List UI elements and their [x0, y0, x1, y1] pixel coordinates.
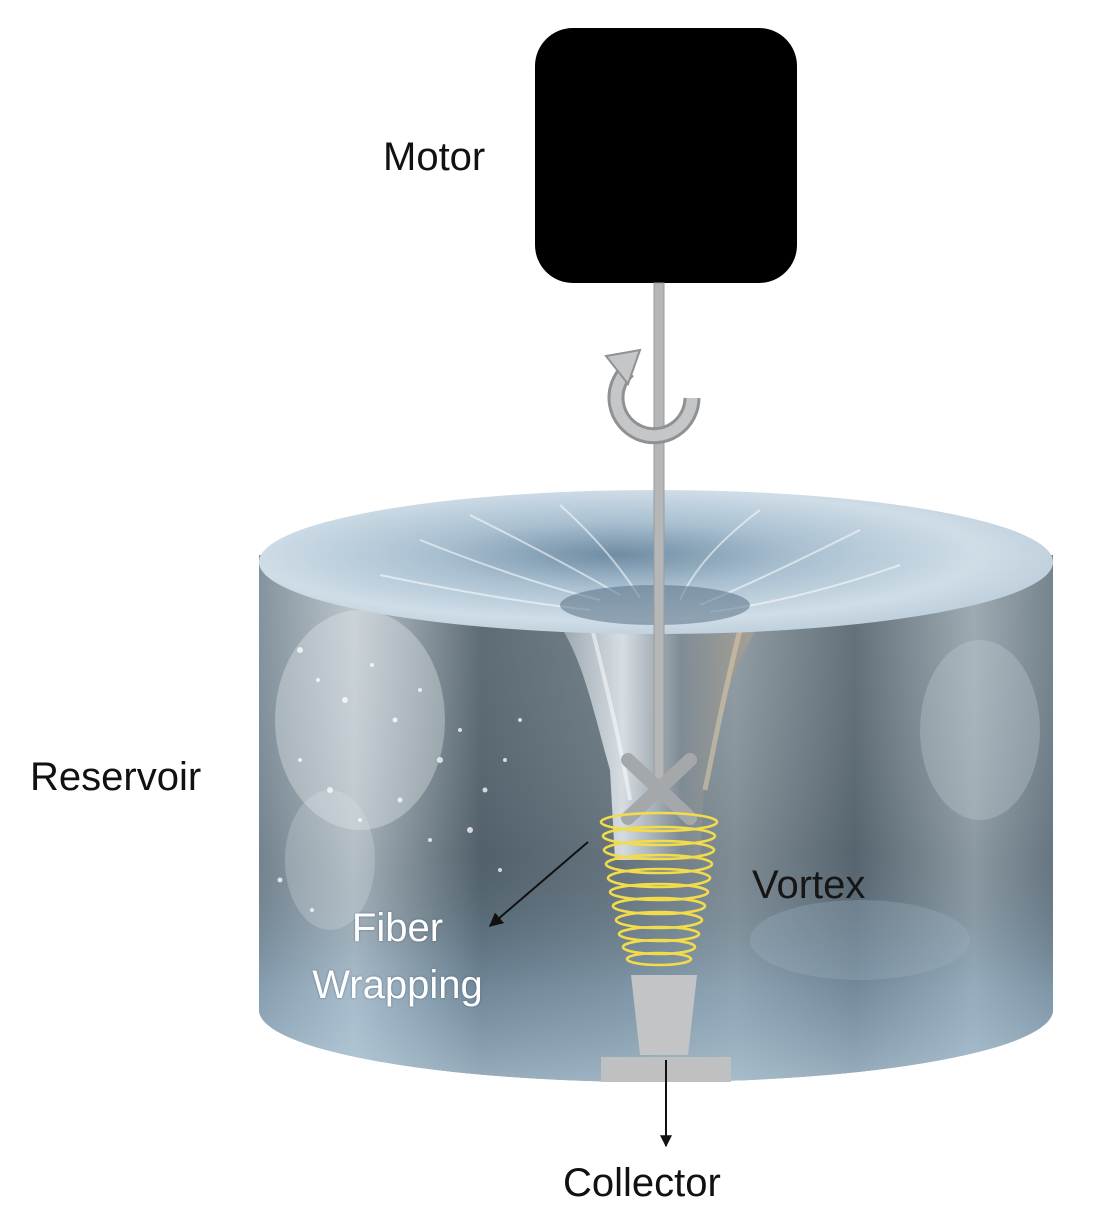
- fiber-wrapping-label-line2: Wrapping: [312, 962, 483, 1007]
- stirrer-blades: [621, 753, 697, 825]
- reservoir-label: Reservoir: [30, 755, 202, 799]
- collector-label: Collector: [563, 1161, 721, 1205]
- motor-block: [535, 28, 797, 283]
- vortex-label: Vortex: [752, 863, 866, 907]
- motor-label: Motor: [383, 135, 486, 179]
- clockwise-rotation-arrow-icon: [604, 348, 701, 445]
- fiber-wrapping-label-line1: Fiber: [351, 906, 444, 950]
- rotating-rod: [653, 282, 665, 799]
- fiber-coil: [599, 811, 719, 967]
- fiber-wrapping-pointer-arrow: [488, 841, 589, 927]
- fiber-wrapping-label: Fiber Wrapping: [290, 900, 505, 1014]
